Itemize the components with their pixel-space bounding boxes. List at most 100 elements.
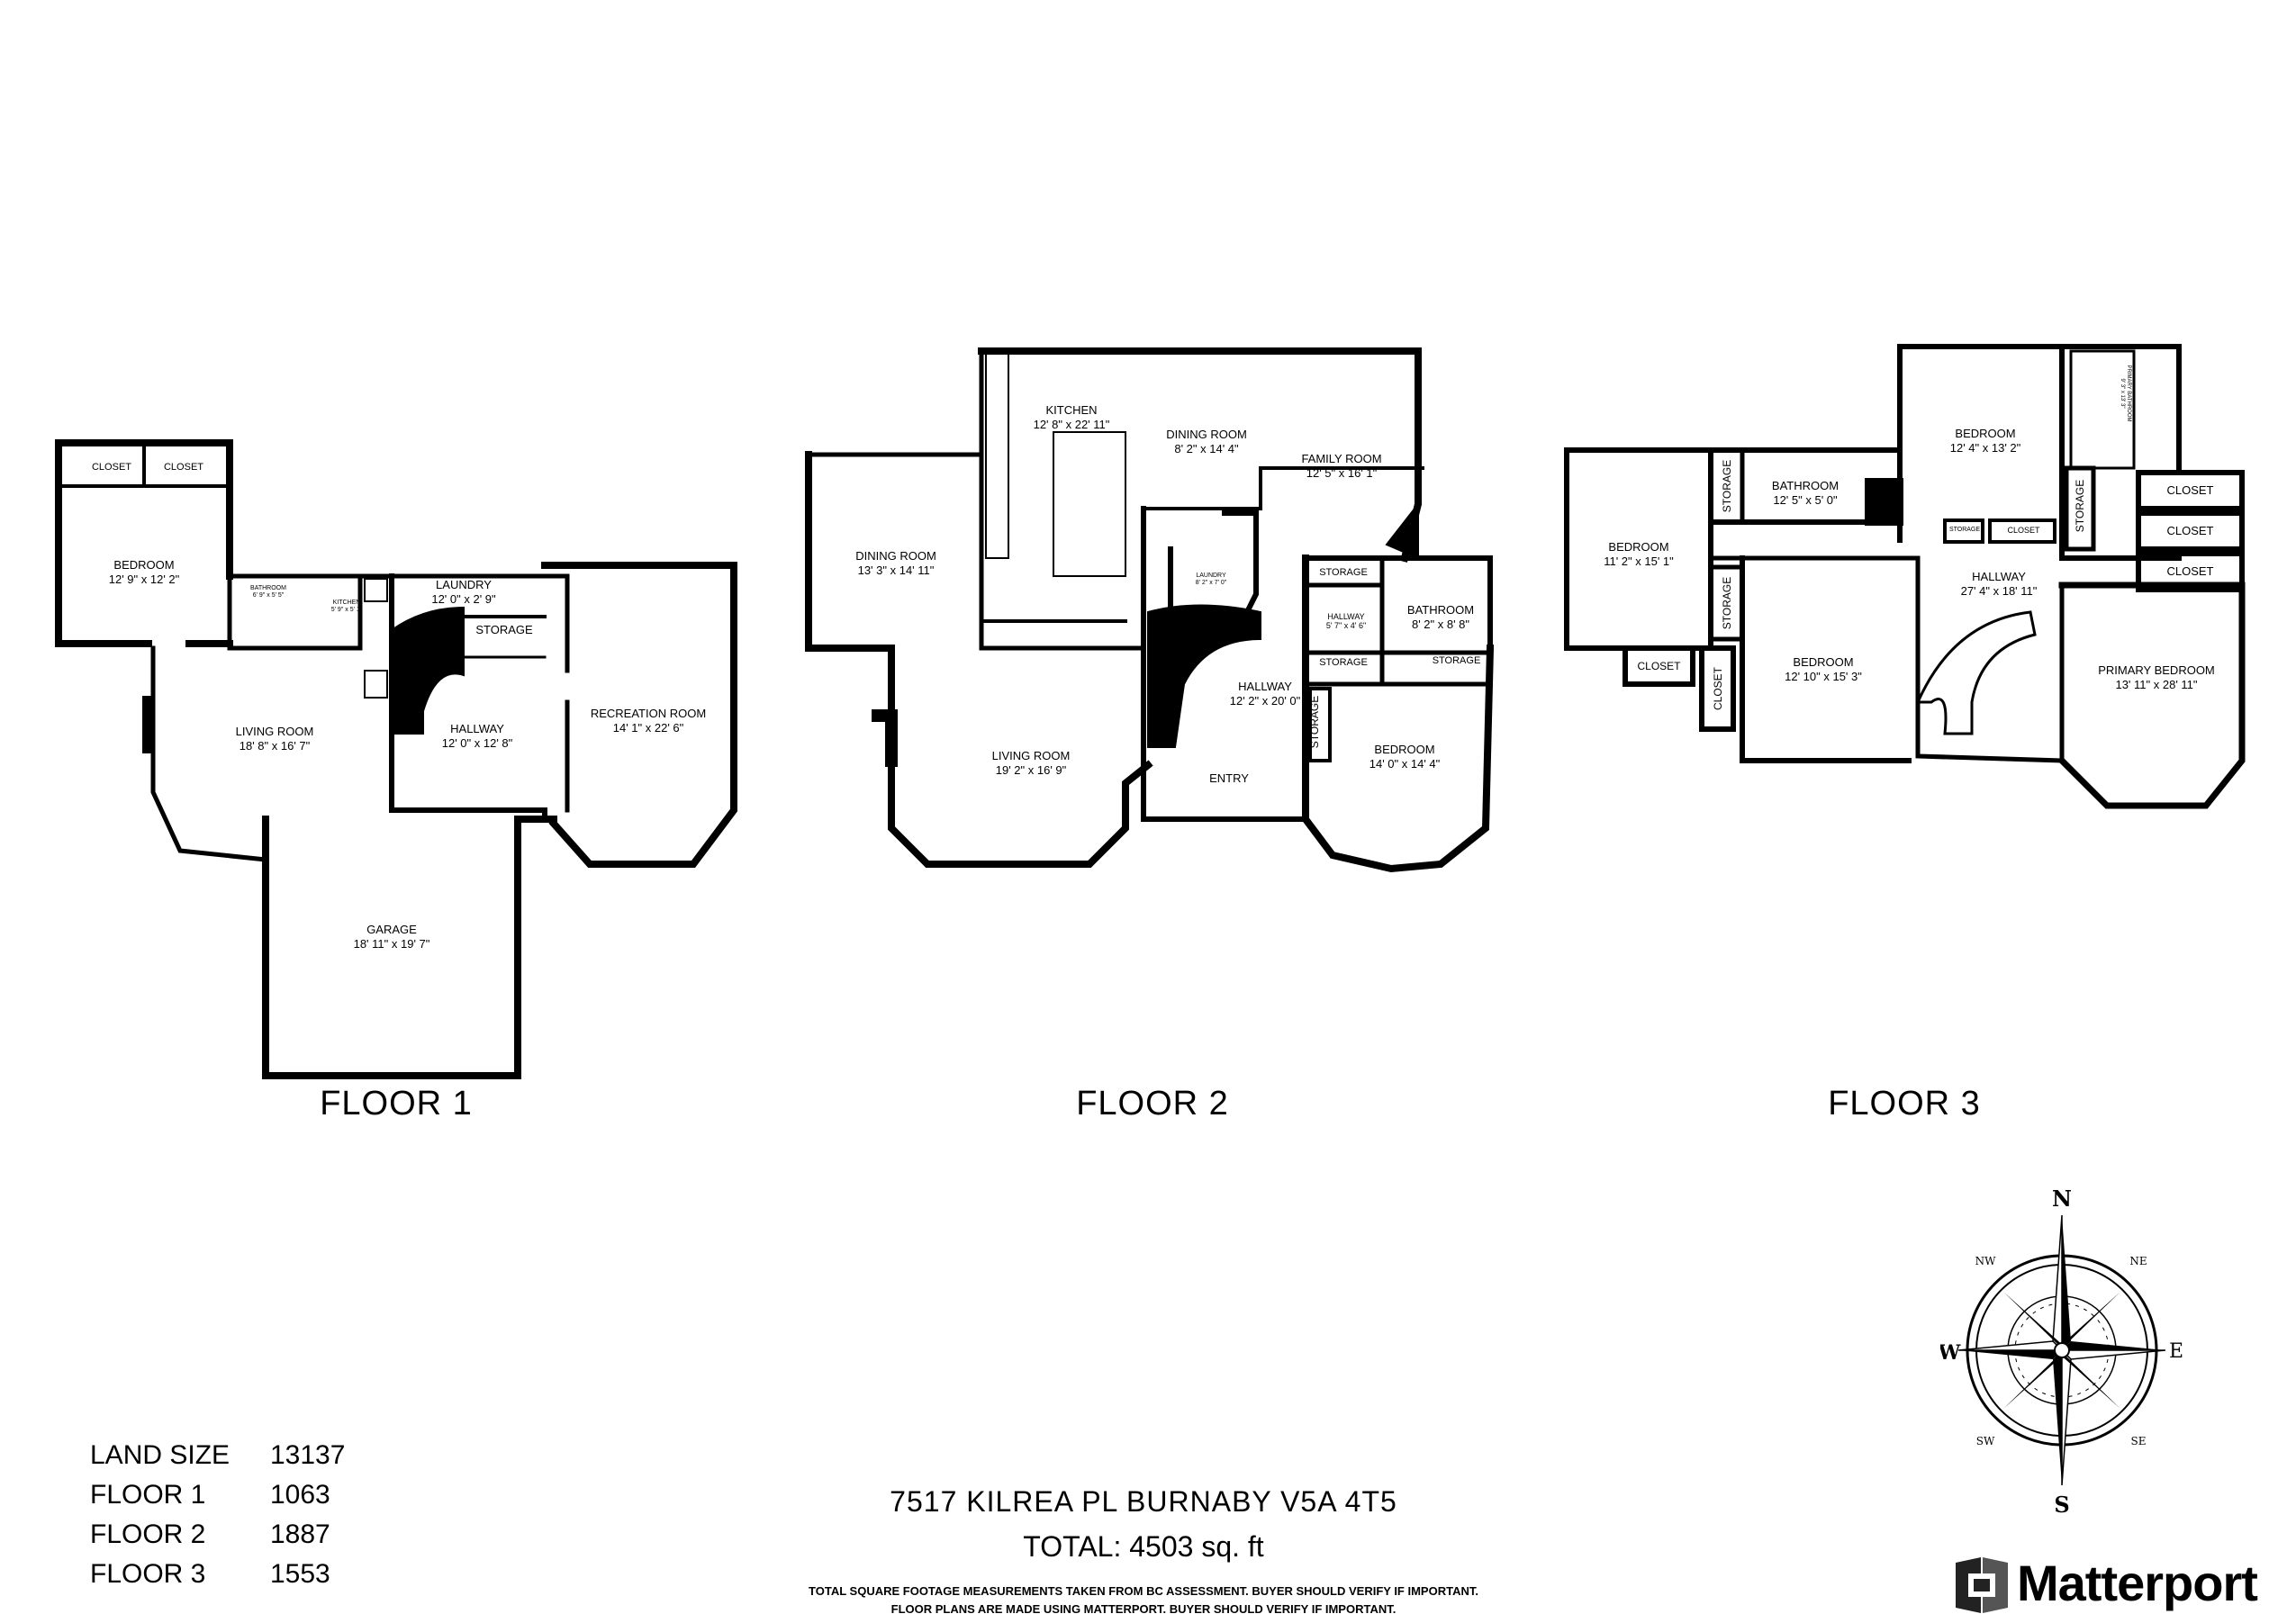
- room-name: GARAGE: [366, 923, 417, 936]
- room-storage-a-f3: STORAGE: [1721, 459, 1733, 513]
- room-name: HALLWAY: [450, 722, 504, 735]
- matterport-logo-icon: [1956, 1557, 2008, 1613]
- room-hallway-small-f2: HALLWAY 5' 7" x 4' 6": [1310, 612, 1382, 630]
- room-dims: 14' 0" x 14' 4": [1369, 757, 1441, 771]
- room-name: RECREATION ROOM: [590, 707, 707, 720]
- room-name: FAMILY ROOM: [1301, 452, 1382, 465]
- stat-value: 1063: [270, 1480, 330, 1510]
- room-bedroom-f1: BEDROOM 12' 9" x 12' 2": [81, 558, 207, 587]
- floor-2-title: FLOOR 2: [1076, 1085, 1229, 1123]
- compass-e: E: [2169, 1340, 2183, 1363]
- room-name: LIVING ROOM: [235, 725, 314, 738]
- compass-sw: SW: [1976, 1435, 1995, 1447]
- room-dims: 12' 0" x 2' 9": [431, 592, 496, 606]
- room-bathroom-f1: BATHROOM 6' 9" x 5' 5": [232, 585, 304, 600]
- room-name: BATHROOM: [250, 585, 286, 591]
- room-primary-bedroom-f3: PRIMARY BEDROOM 13' 11" x 28' 11": [2080, 663, 2233, 692]
- stat-row: FLOOR 2 1887: [90, 1519, 432, 1559]
- area-stats: LAND SIZE 13137 FLOOR 1 1063 FLOOR 2 1887 F…: [90, 1440, 432, 1599]
- compass-n: N: [2052, 1186, 2072, 1212]
- room-garage-f1: GARAGE 18' 11" x 19' 7": [324, 923, 459, 951]
- compass-nw: NW: [1975, 1255, 1997, 1267]
- room-name: LAUNDRY: [1196, 573, 1226, 579]
- room-bathroom-f3: BATHROOM 12' 5" x 5' 0": [1747, 479, 1864, 508]
- room-closet-e-f3: CLOSET: [2166, 524, 2214, 537]
- floor-3-title: FLOOR 3: [1828, 1085, 1981, 1123]
- room-dims: 13' 3" x 14' 11": [857, 564, 935, 577]
- floor-1-walls: [55, 439, 737, 1079]
- compass-w: W: [1940, 1341, 1961, 1365]
- stat-value: 13137: [270, 1440, 346, 1470]
- room-storage-c-f2: STORAGE: [1432, 655, 1481, 666]
- room-name: BEDROOM: [1608, 540, 1669, 554]
- room-name: BEDROOM: [1374, 743, 1435, 756]
- room-dims: 12' 9" x 12' 2": [108, 573, 180, 586]
- walls: [55, 344, 2246, 1079]
- room-dining-b-f2: DINING ROOM 13' 3" x 14' 11": [833, 549, 959, 578]
- room-name: BATHROOM: [1406, 603, 1475, 617]
- stat-label: FLOOR 1: [90, 1480, 206, 1510]
- room-dims: 12' 0" x 12' 8": [441, 736, 513, 750]
- room-storage-b-f3: STORAGE: [1721, 576, 1733, 630]
- room-dims: 18' 8" x 16' 7": [239, 739, 311, 753]
- stat-row: FLOOR 1 1063: [90, 1480, 432, 1519]
- room-storage-c-f3: STORAGE: [2074, 479, 2086, 533]
- room-bedroom-n-f3: BEDROOM 12' 4" x 13' 2": [1922, 427, 2048, 455]
- room-bedroom-nw-f3: BEDROOM 11' 2" x 15' 1": [1580, 540, 1697, 569]
- room-dims: 8' 2" x 8' 8": [1411, 618, 1470, 631]
- room-dims: 19' 2" x 16' 9": [995, 763, 1067, 777]
- room-storage-f1: STORAGE: [475, 623, 533, 636]
- room-dims: 12' 10" x 15' 3": [1785, 670, 1862, 683]
- room-laundry-f1: LAUNDRY 12' 0" x 2' 9": [405, 578, 522, 607]
- stat-value: 1887: [270, 1519, 330, 1549]
- room-hallway-f2: HALLWAY 12' 2" x 20' 0": [1207, 680, 1324, 708]
- room-dims: 5' 9" x 5' 1": [330, 607, 363, 613]
- room-dims: 14' 1" x 22' 6": [612, 721, 684, 735]
- room-dims: 27' 4" x 18' 11": [1960, 584, 2038, 598]
- room-name: LAUNDRY: [436, 578, 492, 591]
- room-dims: 18' 11" x 19' 7": [353, 937, 430, 951]
- room-closet-f-f3: CLOSET: [2166, 564, 2214, 578]
- brand-name: Matterport: [2017, 1555, 2258, 1611]
- stat-label: FLOOR 2: [90, 1519, 206, 1549]
- room-bedroom-f2: BEDROOM 14' 0" x 14' 4": [1346, 743, 1463, 771]
- room-name: HALLWAY: [1327, 612, 1365, 621]
- room-name: DINING ROOM: [1166, 428, 1247, 441]
- stat-label: LAND SIZE: [90, 1440, 231, 1470]
- room-dims: 11' 2" x 15' 1": [1604, 555, 1674, 568]
- room-dims: 12' 5" x 16' 1": [1306, 466, 1378, 480]
- room-name: KITCHEN: [1045, 403, 1098, 417]
- room-dims: 13' 11" x 28' 11": [2115, 678, 2198, 691]
- room-dims: 12' 8" x 22' 11": [1033, 418, 1110, 431]
- disclaimer-line: TOTAL SQUARE FOOTAGE MEASUREMENTS TAKEN …: [809, 1584, 1478, 1598]
- compass-s: S: [2054, 1492, 2069, 1518]
- total-area: TOTAL: 4503 sq. ft: [1023, 1530, 1264, 1563]
- room-name: BEDROOM: [1955, 427, 2016, 440]
- room-closet-a-f3: CLOSET: [1637, 660, 1681, 672]
- room-name: DINING ROOM: [855, 549, 936, 563]
- room-name: PRIMARY BEDROOM: [2098, 663, 2215, 677]
- compass-rose-icon: N S E W NW NE SE SW: [1940, 1186, 2183, 1518]
- floor-1-title: FLOOR 1: [320, 1085, 473, 1123]
- room-name: BEDROOM: [1793, 655, 1854, 669]
- room-closet-b-f3: CLOSET: [1712, 667, 1724, 711]
- room-dims: 12' 4" x 13' 2": [1949, 441, 2021, 455]
- room-recreation-f1: RECREATION ROOM 14' 1" x 22' 6": [576, 707, 720, 735]
- property-address: 7517 KILREA PL BURNABY V5A 4T5: [890, 1485, 1397, 1518]
- stat-row: LAND SIZE 13137: [90, 1440, 432, 1480]
- room-family-f2: FAMILY ROOM 12' 5" x 16' 1": [1279, 452, 1405, 481]
- room-bathroom-f2: BATHROOM 8' 2" x 8' 8": [1391, 603, 1490, 632]
- room-dims: 5' 7" x 4' 6": [1325, 621, 1367, 630]
- room-name: BEDROOM: [113, 558, 175, 572]
- room-name: BATHROOM: [1771, 479, 1840, 492]
- room-name: PRIMARY BATHROOM: [2126, 365, 2131, 422]
- room-hallway-f1: HALLWAY 12' 0" x 12' 8": [419, 722, 536, 751]
- room-closet-d-f3: CLOSET: [2166, 483, 2214, 497]
- room-living-f2: LIVING ROOM 19' 2" x 16' 9": [968, 749, 1094, 778]
- room-kitchen-f1: KITCHEN 5' 9" x 5' 1": [320, 600, 374, 614]
- floor-2-walls: [805, 347, 1495, 873]
- room-dims: 12' 2" x 20' 0": [1229, 694, 1301, 708]
- room-name: LIVING ROOM: [991, 749, 1071, 762]
